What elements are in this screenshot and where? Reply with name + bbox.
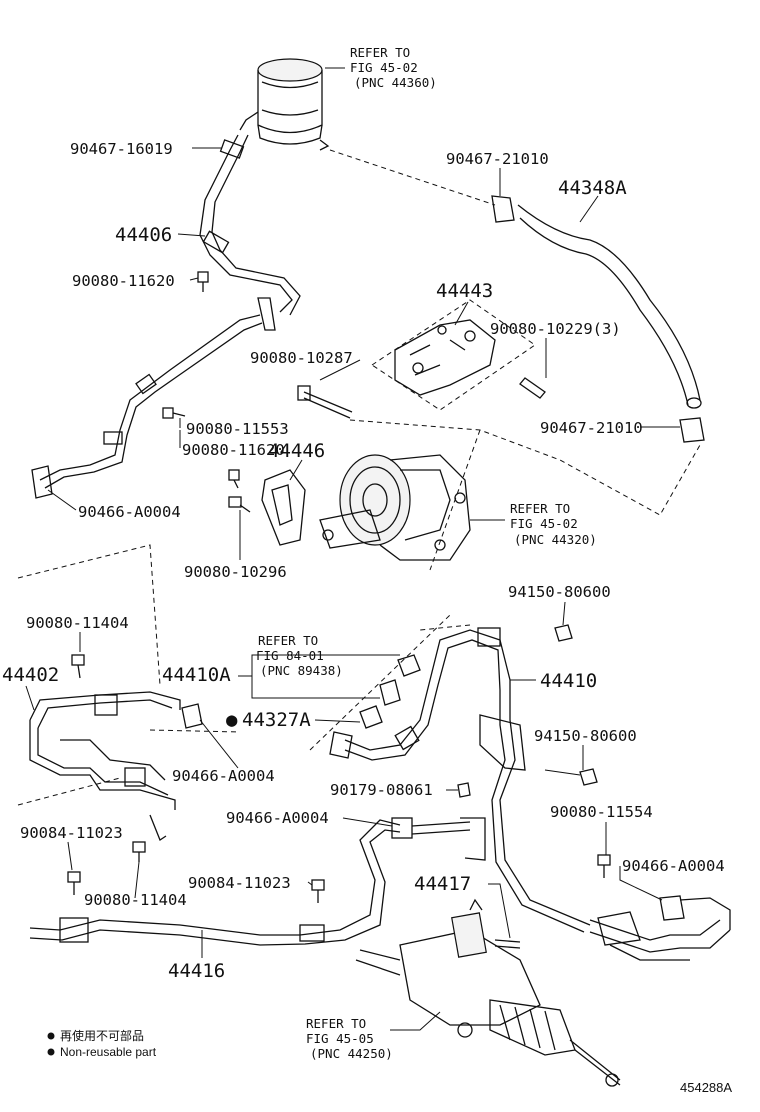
ref-fig4505-line3: (PNC 44250)	[310, 1046, 393, 1061]
label-44327A-group: ● 44327A	[226, 709, 311, 731]
power-steering-pump	[319, 454, 471, 561]
legend-en: Non-reusable part	[60, 1045, 157, 1059]
hose-44410-box-dashed	[309, 614, 471, 751]
label-90080-11620-mid: 90080-11620	[182, 441, 285, 459]
nut-94150-80600-a	[554, 624, 573, 642]
non-reusable-marker: ●	[226, 709, 238, 731]
reference-callouts: REFER TO FIG 45-02 (PNC 44360) REFER TO …	[256, 45, 597, 1061]
label-90084-11023-b: 90084-11023	[188, 874, 291, 892]
oil-reservoir	[239, 58, 330, 151]
legend: 再使用不可部品 Non-reusable part	[47, 1028, 157, 1059]
bolt-90080-10287	[297, 385, 353, 419]
label-90080-11553: 90080-11553	[186, 420, 289, 438]
label-94150-80600-a: 94150-80600	[508, 583, 611, 601]
ref-fig8401-line3: (PNC 89438)	[260, 663, 343, 678]
bolt-90080-10296	[228, 496, 251, 513]
label-44410A: 44410A	[162, 664, 231, 686]
ref-fig8401-line1: REFER TO	[258, 633, 318, 648]
nut-94150-80600-b	[579, 768, 598, 786]
label-44443: 44443	[436, 280, 493, 302]
ref-fig4502a-line3: (PNC 44360)	[354, 75, 437, 90]
label-90080-11620-top: 90080-11620	[72, 272, 175, 290]
label-90466-A0004-b: 90466-A0004	[172, 767, 275, 785]
ref-fig4502a-line1: REFER TO	[350, 45, 410, 60]
left-box-dashed	[17, 544, 241, 806]
label-90080-10229: 90080-10229(3)	[490, 320, 621, 338]
ref-fig4502b-line2: FIG 45-02	[510, 516, 578, 531]
label-44402: 44402	[2, 664, 59, 686]
ref-fig4505-line1: REFER TO	[306, 1016, 366, 1031]
label-44406: 44406	[115, 224, 172, 246]
ref-fig4502a-line2: FIG 45-02	[350, 60, 418, 75]
label-44417: 44417	[414, 873, 471, 895]
leader-lines	[25, 67, 680, 1031]
ref-fig4502b-line3: (PNC 44320)	[514, 532, 597, 547]
figure-id: 454288A	[680, 1080, 732, 1095]
tube-44416	[29, 817, 486, 946]
bolt-90080-11404-a	[71, 654, 85, 679]
bracket-box-dashed	[371, 299, 536, 411]
return-hose-44348A	[491, 195, 705, 443]
bolt-90080-11554	[597, 854, 611, 878]
bolt-90080-11553	[162, 407, 186, 419]
label-44348A: 44348A	[558, 177, 627, 199]
bolt-44417	[494, 939, 521, 949]
label-44416: 44416	[168, 960, 225, 982]
label-90080-11554: 90080-11554	[550, 803, 653, 821]
bolt-90080-11404-b	[132, 841, 146, 862]
label-90466-A0004-a: 90466-A0004	[78, 503, 181, 521]
bolt-90080-10229	[519, 377, 546, 399]
pressure-hose-44410	[329, 627, 591, 933]
label-94150-80600-b: 94150-80600	[534, 727, 637, 745]
steering-gear-rack	[355, 898, 621, 1087]
bolt-90080-11620-top	[197, 271, 209, 292]
label-90080-11404-b: 90080-11404	[84, 891, 187, 909]
label-44410: 44410	[540, 670, 597, 692]
label-90080-10296: 90080-10296	[184, 563, 287, 581]
label-90080-11404-a: 90080-11404	[26, 614, 129, 632]
label-90466-A0004-d: 90466-A0004	[622, 857, 725, 875]
part-number-labels: 90467-16019 90467-21010 44348A 44406 900…	[2, 140, 725, 982]
ref-fig8401-line2: FIG 84-01	[256, 648, 324, 663]
legend-dot-jp	[47, 1032, 55, 1040]
label-90467-21010-mid: 90467-21010	[540, 419, 643, 437]
pressure-tube-upper	[31, 314, 263, 499]
rack-hoses-right	[589, 895, 731, 961]
pump-bracket-44443	[394, 319, 496, 396]
label-44327A: 44327A	[242, 709, 311, 731]
ref-fig4505-line2: FIG 45-05	[306, 1031, 374, 1046]
return-hose-leader-dashed	[329, 149, 496, 206]
legend-jp: 再使用不可部品	[60, 1028, 144, 1043]
label-90179-08061: 90179-08061	[330, 781, 433, 799]
label-44446: 44446	[268, 440, 325, 462]
cooler-tube-44402	[29, 691, 203, 841]
tube-44410A	[359, 654, 421, 729]
ref-fig4502b-line1: REFER TO	[510, 501, 570, 516]
label-90467-16019: 90467-16019	[70, 140, 173, 158]
label-90084-11023-a: 90084-11023	[20, 824, 123, 842]
suction-hose-44406	[199, 134, 301, 331]
label-90466-A0004-c: 90466-A0004	[226, 809, 329, 827]
bolt-90080-11620-mid	[228, 469, 240, 489]
pump-box-dashed	[349, 419, 701, 571]
bolt-90084-11023-b	[311, 879, 325, 903]
label-90080-10287: 90080-10287	[250, 349, 353, 367]
label-90467-21010-top: 90467-21010	[446, 150, 549, 168]
bolt-90084-11023-a	[67, 871, 81, 895]
nut-90179-08061	[457, 782, 471, 798]
legend-dot-en	[47, 1048, 55, 1056]
plate-44446	[261, 469, 306, 546]
